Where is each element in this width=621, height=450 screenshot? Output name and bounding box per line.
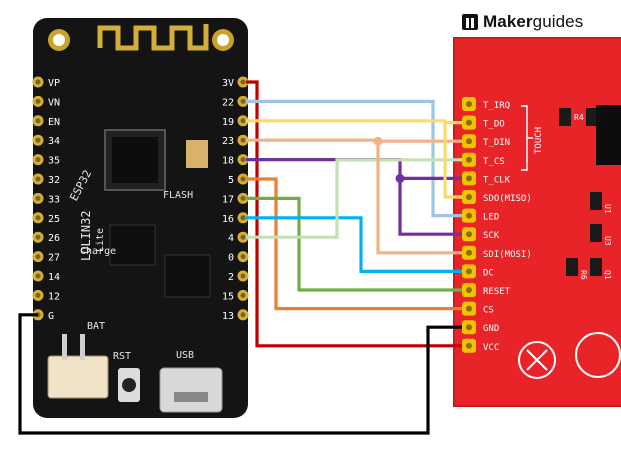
esp32-pcb (33, 18, 248, 418)
wire-sck-branch (398, 178, 462, 236)
esp-left-pin-label: 33 (48, 194, 60, 205)
component-label: R6 (579, 270, 588, 280)
tft-pin-label: T_DIN (483, 138, 510, 148)
usb-label: USB (176, 350, 194, 361)
rst-label: RST (113, 351, 131, 362)
tft-pcb (454, 38, 621, 406)
flash-label: FLASH (163, 190, 193, 201)
tft-pin-label: LED (483, 213, 499, 223)
component-label: U3 (603, 236, 612, 246)
esp-left-pin-label: 26 (48, 233, 60, 244)
antenna-trace-icon (97, 24, 209, 51)
tft-pin-label: SCK (483, 231, 500, 241)
wire-19-to-t-do (246, 119, 462, 125)
tft-pin-label: RESET (483, 287, 511, 297)
esp-right-pin-label: 19 (222, 117, 234, 128)
tft-pin-label: VCC (483, 343, 499, 353)
wire-17-to-reset (246, 196, 462, 292)
tft-pin-label: T_IRQ (483, 101, 510, 111)
esp-left-pin-label: 35 (48, 156, 60, 167)
esp-right-pin-label: 0 (228, 253, 234, 264)
esp-left-pin-label: 34 (48, 136, 60, 147)
component-q1 (590, 258, 602, 276)
wire-16-to-dc (246, 216, 462, 273)
wire-18-to-t-clk (246, 158, 462, 180)
esp-right-pin-label: 13 (222, 311, 234, 322)
esp-right-pin-label: 23 (222, 136, 234, 147)
esp-left-pin-label: VP (48, 78, 60, 89)
esp32-board: ESP32 LOLIN32 Lite FLASH Charge BAT RST … (32, 18, 249, 418)
crystal (186, 140, 208, 168)
charge-label: Charge (80, 246, 116, 257)
tft-pin-label: GND (483, 324, 499, 334)
tft-pin-label: T_CS (483, 157, 505, 167)
esp-left-pin-label: 12 (48, 291, 60, 302)
brand-name: Makerguides (483, 12, 584, 31)
esp-left-pin-label: EN (48, 117, 60, 128)
component-label: R4 (574, 113, 584, 122)
esp-right-pin-label: 17 (222, 194, 234, 205)
esp-left-pin-label: 14 (48, 272, 60, 283)
component-label: Q1 (603, 270, 612, 280)
tft-pin-label: CS (483, 306, 494, 316)
tft-pin-label: SDI(MOSI) (483, 250, 532, 260)
wire-5-to-cs (246, 177, 462, 311)
component-r6 (566, 258, 578, 276)
esp-right-pin-label: 3V (222, 78, 234, 89)
esp-left-pin-label: 32 (48, 175, 60, 186)
esp-left-pin-label: 27 (48, 253, 60, 264)
tft-module: TOUCH R4C3U1U3R6Q1 T_IRQT_DOT_DINT_CST_C… (453, 37, 621, 407)
variant-label: Lite (95, 228, 106, 252)
esp-right-pin-label: 15 (222, 291, 234, 302)
regulator-chip (164, 254, 211, 298)
component-u3 (590, 224, 602, 242)
model-label: LOLIN32 (79, 210, 93, 261)
wire-miso-branch (443, 122, 462, 199)
esp-right-pin-label: 4 (228, 233, 234, 244)
component-u1 (590, 192, 602, 210)
esp-right-pin-label: 5 (228, 175, 234, 186)
component-label: U1 (603, 204, 612, 214)
esp-left-pin-label: 25 (48, 214, 60, 225)
usb-connector (159, 367, 223, 413)
display-ribbon-connector (596, 105, 621, 165)
esp-right-pin-label: 18 (222, 156, 234, 167)
wire-23-to-t-din (246, 138, 462, 143)
tft-pin-label: DC (483, 268, 494, 278)
esp-left-pin-label: VN (48, 97, 60, 108)
recycle-icon (518, 341, 556, 379)
tft-pin-label: T_CLK (483, 175, 511, 185)
wire-mosi-branch (376, 141, 462, 255)
component-r4 (559, 108, 571, 126)
wire-3v-to-vcc (246, 80, 462, 348)
esp-right-pin-label: 16 (222, 214, 234, 225)
battery-connector (47, 355, 109, 399)
tft-pin-label: SDO(MISO) (483, 194, 532, 204)
esp-right-pin-label: 22 (222, 97, 234, 108)
esp-right-pin-label: 2 (228, 272, 234, 283)
tft-pin-label: T_DO (483, 120, 505, 130)
wire-4-to-t-cs (246, 158, 462, 239)
ce-mark-icon (575, 332, 621, 378)
bat-label: BAT (87, 321, 105, 332)
makerguides-logo: Makerguides (462, 10, 583, 34)
flash-chip (109, 224, 156, 266)
touch-label: TOUCH (534, 127, 544, 154)
component-c3 (586, 108, 598, 126)
esp-left-pin-label: G (48, 311, 54, 322)
makerguides-logo-icon (462, 14, 478, 30)
wire-g-to-gnd (18, 313, 462, 435)
